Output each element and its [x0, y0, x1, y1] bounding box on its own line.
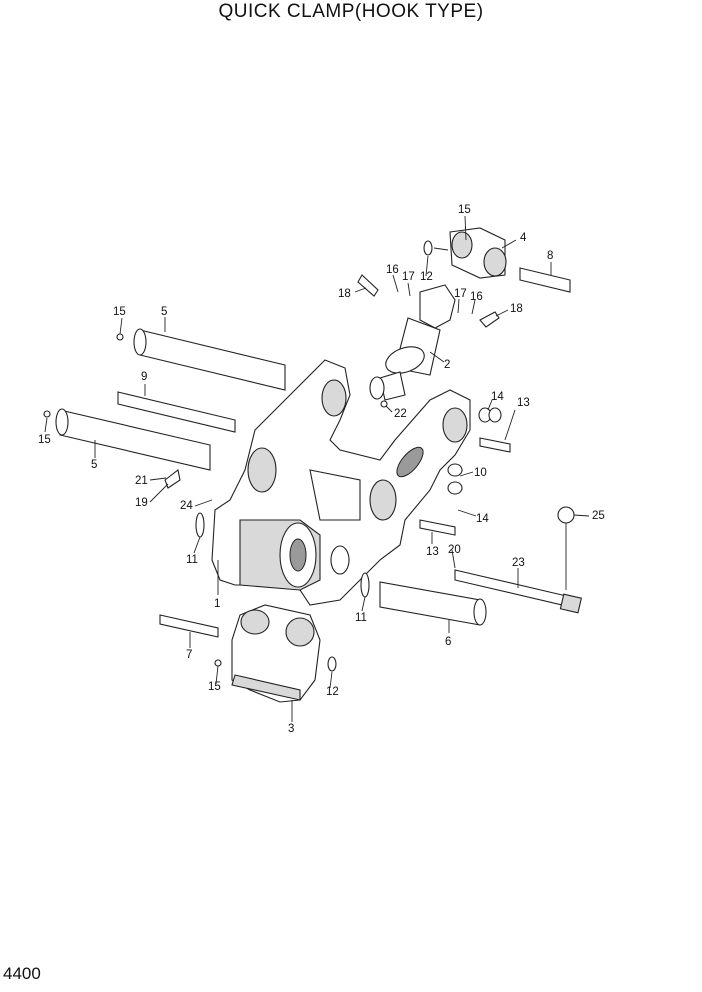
part-2-cylinder: [369, 284, 456, 401]
small-parts: [43, 240, 575, 672]
callout-16-left: 16: [386, 264, 399, 276]
callout-5-upper: 5: [161, 306, 167, 318]
callout-7: 7: [186, 649, 192, 661]
callout-labels: 1 2 3 4 5 5 6 7 8 9 10 11 11 12 12 13 13…: [38, 204, 605, 735]
callout-17-right: 17: [454, 288, 467, 300]
callout-5-lower: 5: [91, 459, 97, 471]
callout-13-upper: 13: [517, 397, 530, 409]
callout-6: 6: [445, 636, 451, 648]
callout-14-upper: 14: [491, 391, 504, 403]
callout-15-top: 15: [458, 204, 471, 216]
diagram-title: QUICK CLAMP(HOOK TYPE): [218, 1, 484, 22]
callout-2: 2: [444, 359, 450, 371]
callout-3: 3: [288, 723, 294, 735]
callout-4: 4: [520, 232, 527, 244]
callout-15-left: 15: [38, 434, 51, 446]
callout-24: 24: [180, 500, 193, 512]
callout-23: 23: [512, 557, 525, 569]
callout-15-upper-left: 15: [113, 306, 126, 318]
leader-lines: [44, 215, 590, 722]
pins: [55, 267, 583, 638]
callout-1: 1: [214, 598, 220, 610]
callout-10: 10: [474, 467, 487, 479]
callout-20: 20: [448, 544, 461, 556]
callout-25: 25: [592, 510, 605, 522]
callout-15-bottom: 15: [208, 681, 221, 693]
callout-14-lower: 14: [476, 513, 489, 525]
callout-16-right: 16: [470, 291, 483, 303]
part-1-frame: [211, 359, 471, 606]
callout-21: 21: [135, 475, 148, 487]
callout-13-lower: 13: [426, 546, 439, 558]
callout-12-top: 12: [420, 271, 433, 283]
page-number: 4400: [3, 964, 41, 983]
part-3-hook: [231, 604, 321, 703]
callout-19: 19: [135, 497, 148, 509]
callout-8: 8: [547, 250, 553, 262]
part-4-block: [449, 227, 507, 279]
callout-17-left: 17: [402, 271, 415, 283]
callout-18-left: 18: [338, 288, 351, 300]
callout-11-left: 11: [186, 554, 198, 566]
callout-18-right: 18: [510, 303, 523, 315]
callout-11-right: 11: [355, 612, 367, 624]
callout-12-bottom: 12: [326, 686, 339, 698]
callout-22: 22: [394, 408, 407, 420]
callout-9: 9: [141, 371, 147, 383]
